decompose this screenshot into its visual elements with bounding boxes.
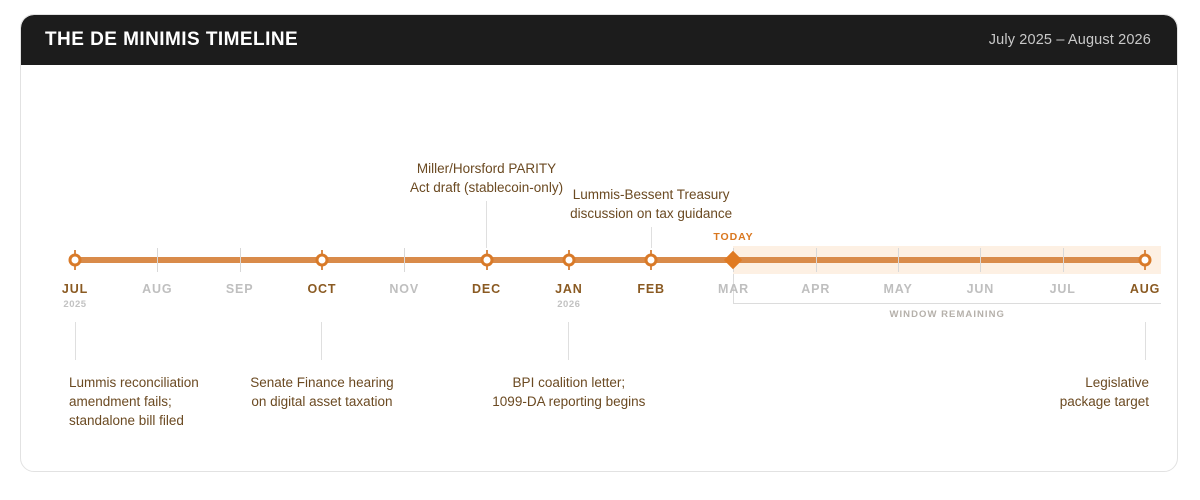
month-tick-jul-12 (1062, 248, 1064, 272)
month-tick-apr-9 (815, 248, 817, 272)
event-callout-2: Miller/Horsford PARITY Act draft (stable… (410, 161, 564, 195)
event-callout-4: Lummis-Bessent Treasury discussion on ta… (570, 187, 733, 221)
month-tick-may-10 (898, 248, 900, 272)
month-label-oct-3: OCT (307, 282, 337, 296)
month-label-jan-6: JAN (555, 282, 583, 296)
month-tick-nov-4 (404, 248, 406, 272)
timeline-card: THE DE MINIMIS TIMELINE July 2025 – Augu… (20, 14, 1178, 472)
timeline-axis (75, 257, 1145, 263)
year-label-2025: 2025 (63, 299, 87, 310)
milestone-marker-feb-7[interactable] (644, 253, 658, 267)
month-tick-sep-2 (239, 248, 241, 272)
month-label-jun-11: JUN (966, 282, 995, 296)
timeline-plot: WINDOW REMAINING JUL 2025 AUG SEP OCT NOV DEC JA… (21, 65, 1177, 471)
event-connector-2 (486, 201, 488, 248)
milestone-marker-aug-13[interactable] (1138, 253, 1152, 267)
month-label-jul-0: JUL (61, 282, 89, 296)
year-label-2026: 2026 (557, 299, 581, 310)
month-label-nov-4: NOV (389, 282, 420, 296)
date-range-label: July 2025 – August 2026 (988, 32, 1151, 48)
month-tick-aug-1 (157, 248, 159, 272)
month-label-aug-1: AUG (142, 282, 173, 296)
month-label-mar-8: MAR (717, 282, 749, 296)
window-remaining-bracket (733, 274, 1161, 304)
header-bar: THE DE MINIMIS TIMELINE July 2025 – Augu… (21, 15, 1177, 65)
milestone-marker-dec-5[interactable] (480, 253, 494, 267)
page-title: THE DE MINIMIS TIMELINE (45, 29, 299, 50)
milestone-marker-jul-0[interactable] (68, 253, 82, 267)
month-label-feb-7: FEB (637, 282, 665, 296)
today-label: TODAY (713, 231, 754, 243)
event-connector-4 (650, 227, 652, 248)
month-label-jul-12: JUL (1049, 282, 1076, 296)
month-label-dec-5: DEC (472, 282, 502, 296)
event-callout-1: Senate Finance hearing on digital asset … (250, 375, 394, 409)
milestone-marker-oct-3[interactable] (315, 253, 329, 267)
month-label-apr-9: APR (801, 282, 831, 296)
month-label-aug-13: AUG (1129, 282, 1161, 296)
milestone-marker-jan-6[interactable] (562, 253, 576, 267)
event-connector-3 (568, 322, 570, 360)
event-connector-5 (1144, 322, 1146, 360)
event-callout-0: Lummis reconciliation amendment fails; s… (69, 375, 199, 428)
event-callout-3: BPI coalition letter; 1099-DA reporting … (492, 375, 646, 409)
month-tick-jun-11 (980, 248, 982, 272)
window-remaining-label: WINDOW REMAINING (889, 309, 1005, 320)
event-connector-0 (74, 322, 76, 360)
event-callout-5: Legislative package target (1059, 375, 1149, 409)
month-label-may-10: MAY (883, 282, 913, 296)
month-label-sep-2: SEP (225, 282, 254, 296)
event-connector-1 (321, 322, 323, 360)
